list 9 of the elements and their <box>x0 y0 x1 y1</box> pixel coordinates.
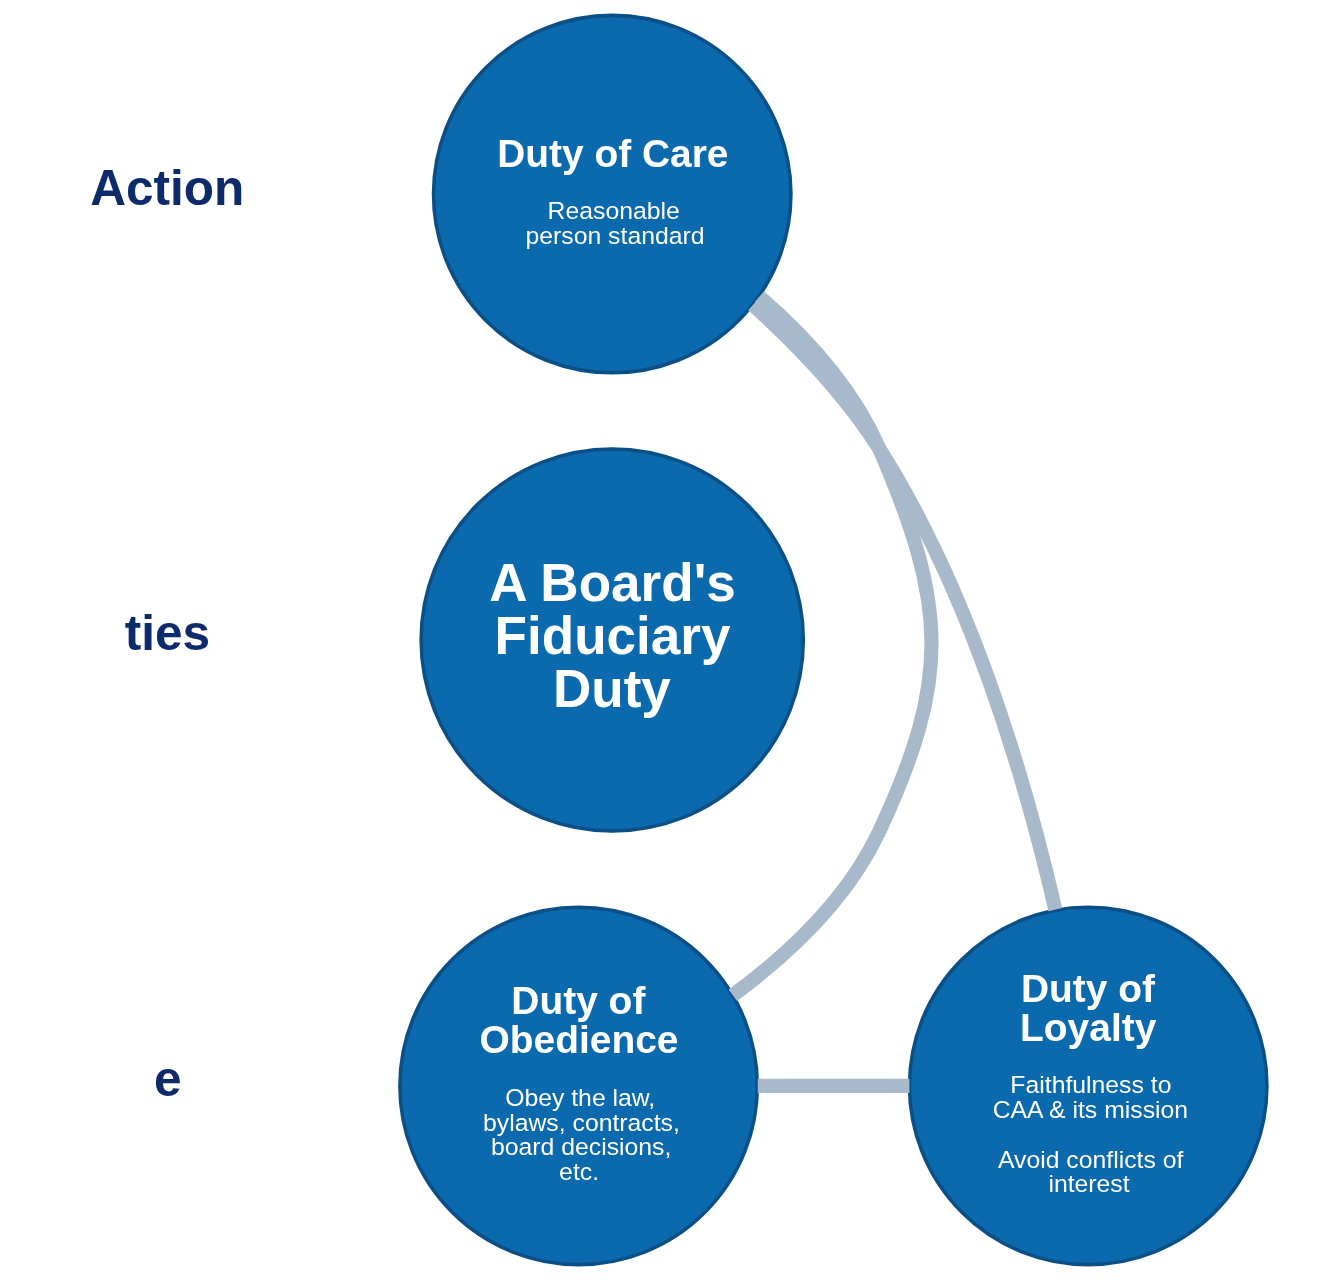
connector <box>757 1078 910 1093</box>
node-circle: A Board's Fiduciary Duty <box>419 447 806 833</box>
label: ties <box>124 605 211 661</box>
label: e <box>153 1051 182 1107</box>
node-circle: Duty of Obedience Obey the law, bylaws, contracts, board decisions, etc. <box>398 905 760 1267</box>
label: Action <box>90 159 245 215</box>
node-circle: Duty of Loyalty Faithfulness to CAA & its mission Avoid conflicts of interest <box>907 905 1269 1267</box>
connector <box>728 291 939 1001</box>
node-circle: Duty of Care Reasonable person standard <box>431 13 793 375</box>
